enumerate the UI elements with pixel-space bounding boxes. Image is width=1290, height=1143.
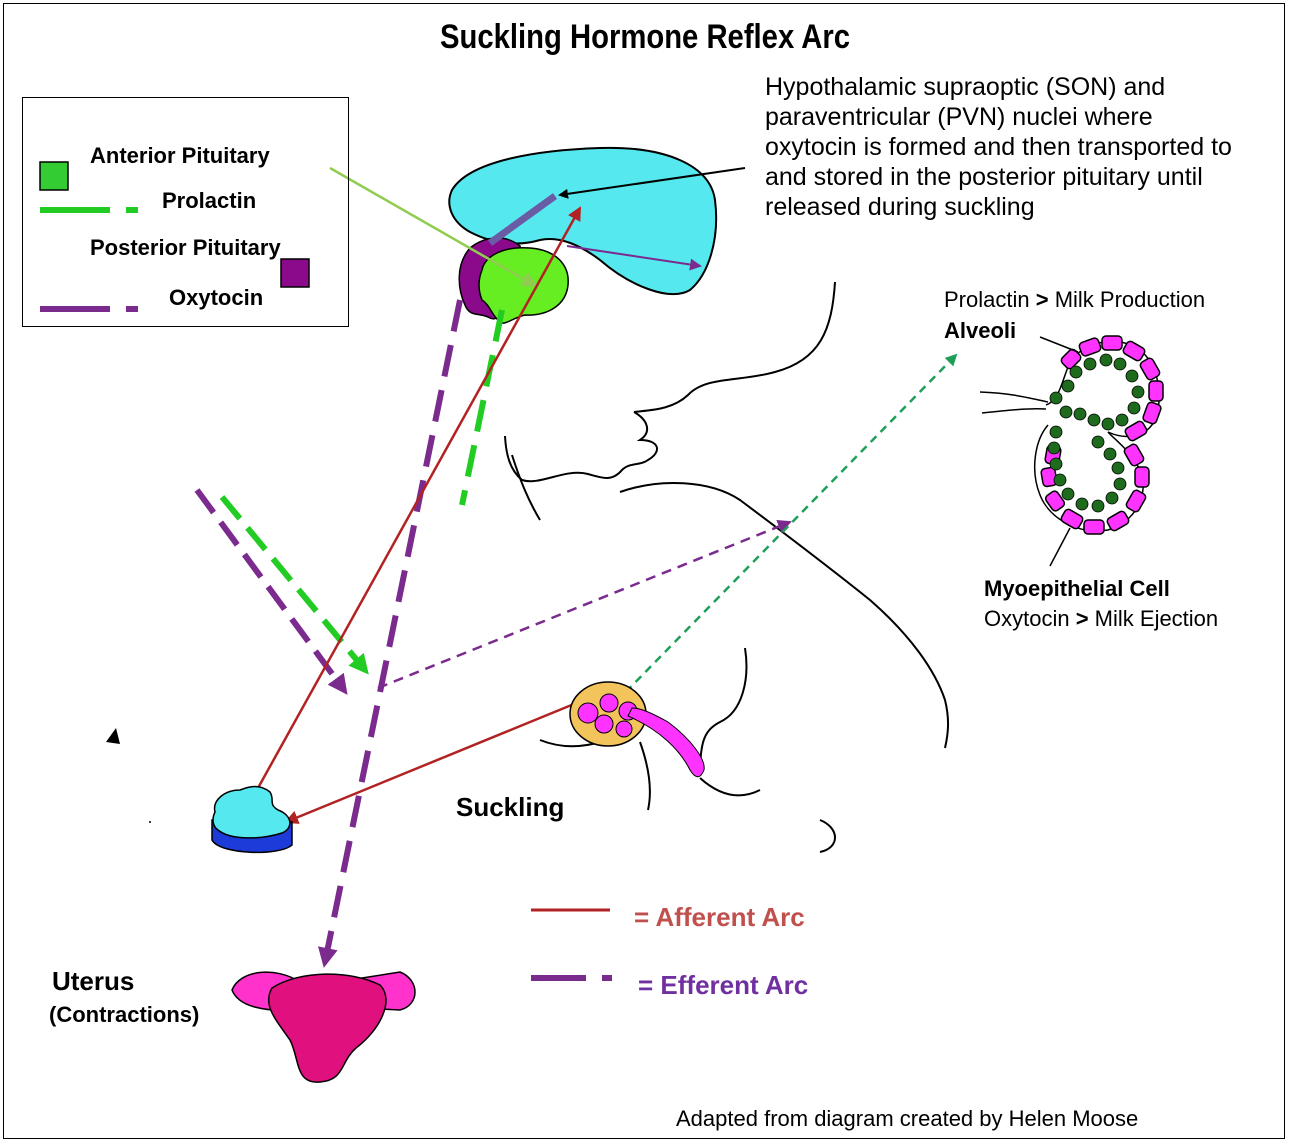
stray-dot: [149, 821, 151, 823]
uterus-label: Uterus: [52, 966, 134, 997]
alveoli-label: Alveoli: [944, 318, 1016, 344]
prolactin-blood-arrow: [222, 497, 365, 670]
prolactin-effect-symbol: >: [1036, 287, 1049, 312]
oxytocin-effect-result: Milk Ejection: [1089, 606, 1219, 631]
alveoli-drawing: [980, 336, 1163, 566]
mother-face-outline: [505, 282, 948, 748]
legend-prolactin: Prolactin: [162, 188, 256, 214]
prolactin-effect-result: Milk Production: [1049, 287, 1206, 312]
prolactin-effect-hormone: Prolactin: [944, 287, 1036, 312]
suckling-label: Suckling: [456, 792, 564, 823]
legend-posterior-pituitary: Posterior Pituitary: [90, 235, 281, 261]
afferent-arc-label: = Afferent Arc: [634, 902, 805, 933]
oxytocin-effect-hormone: Oxytocin: [984, 606, 1076, 631]
hypothalamus-note: Hypothalamic supraoptic (SON) and parave…: [765, 72, 1235, 222]
myoepithelial-label: Myoepithelial Cell: [984, 576, 1170, 602]
oxytocin-blood-arrow: [197, 490, 344, 690]
efferent-arc-label: = Efferent Arc: [638, 970, 808, 1001]
legend-oxytocin: Oxytocin: [169, 285, 263, 311]
page-title: Suckling Hormone Reflex Arc: [90, 18, 1199, 57]
uterus-shape: [232, 972, 415, 1082]
prolactin-effect: Prolactin > Milk Production: [944, 287, 1205, 313]
oxytocin-to-breast: [378, 522, 790, 688]
legend-anterior-pituitary: Anterior Pituitary: [90, 143, 270, 169]
oxytocin-effect: Oxytocin > Milk Ejection: [984, 606, 1218, 632]
oxytocin-effect-symbol: >: [1076, 606, 1089, 631]
stray-mark: [106, 728, 120, 744]
nipple-areola: [570, 682, 704, 777]
uterus-sublabel: (Contractions): [49, 1002, 199, 1028]
credit-text: Adapted from diagram created by Helen Mo…: [676, 1106, 1138, 1132]
spinal-cord-shape: [212, 787, 292, 853]
